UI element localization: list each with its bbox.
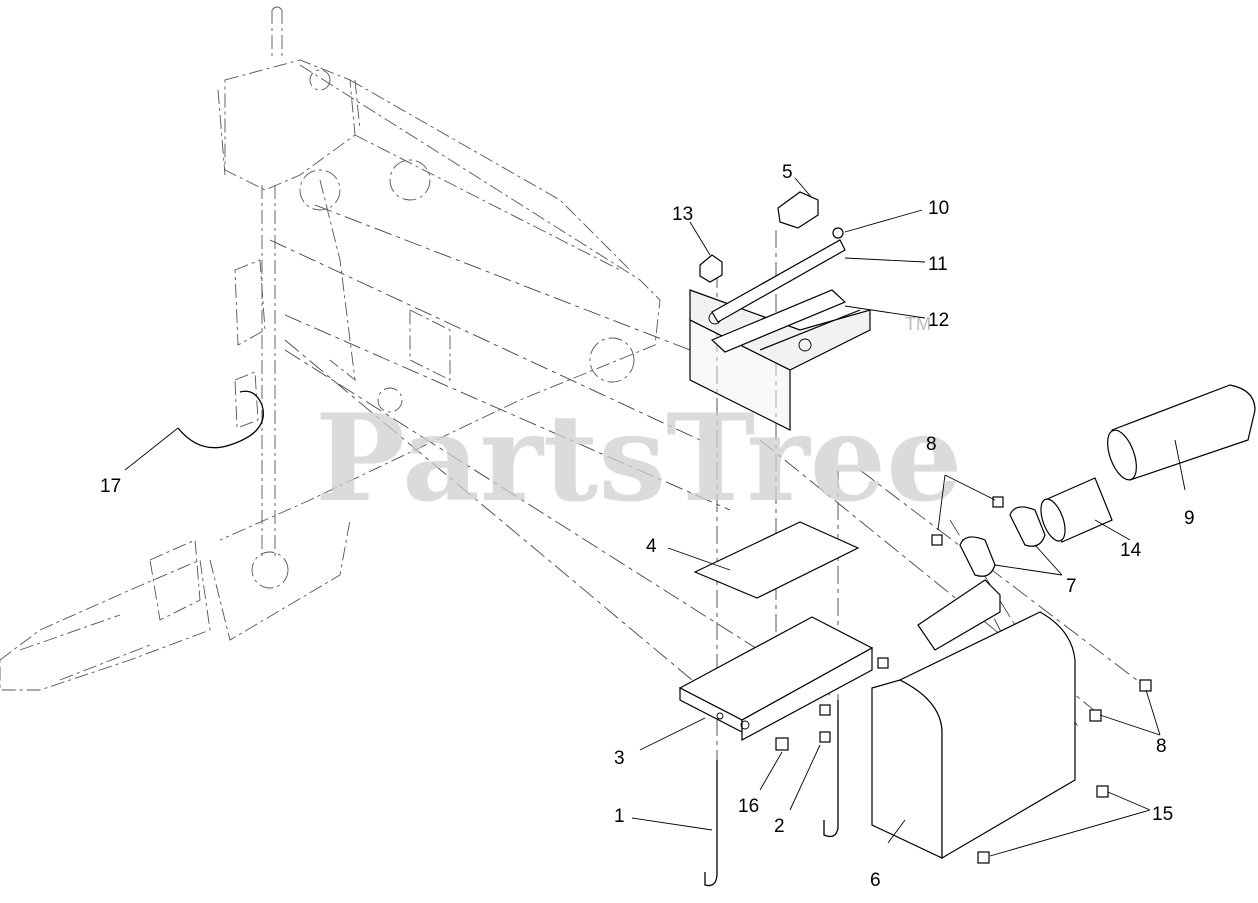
callout-4: 4 — [646, 536, 657, 557]
callout-17: 17 — [100, 476, 121, 497]
part-8-bolt — [931, 534, 943, 546]
callout-8-top: 8 — [926, 434, 937, 455]
alignment-lines — [269, 204, 1151, 771]
part-6-battery-cover — [871, 579, 1076, 860]
fasteners — [775, 496, 1152, 864]
part-8-bolt — [992, 496, 1004, 508]
part-1-j-bolt — [704, 700, 839, 887]
part-14-sleeve — [1040, 477, 1113, 543]
part-2-bolt — [819, 704, 831, 716]
part-9-boot — [1107, 384, 1256, 481]
part-8-bolt — [1139, 679, 1152, 692]
callout-8-right: 8 — [1156, 736, 1167, 757]
part-15-bolt — [1096, 785, 1109, 798]
callout-6: 6 — [870, 870, 881, 891]
part-15-bolt — [977, 851, 990, 864]
mower-frame — [0, 6, 661, 691]
callout-11: 11 — [928, 254, 948, 275]
part-5-terminal-boot — [777, 191, 819, 229]
watermark: PartsTree — [315, 388, 962, 529]
part-8-bolt — [1089, 709, 1102, 722]
callout-7: 7 — [1066, 576, 1077, 597]
part-16-spacer — [775, 737, 789, 751]
callout-3: 3 — [614, 748, 625, 769]
callout-10: 10 — [928, 198, 949, 219]
callout-2: 2 — [774, 816, 785, 837]
part-2-bolt — [877, 657, 889, 669]
callout-labels: 1 2 3 4 5 6 7 8 8 9 10 11 12 13 14 15 16… — [100, 162, 1195, 891]
callout-15: 15 — [1152, 804, 1173, 825]
callout-9: 9 — [1184, 508, 1195, 529]
part-12-hold-down-plate — [710, 289, 847, 353]
leader-lines — [124, 177, 1186, 857]
part-3-battery-tray — [678, 616, 874, 742]
watermark-trademark: TM — [905, 314, 931, 334]
part-17-clamp — [177, 390, 264, 449]
part-13-battery-terminal — [699, 254, 723, 283]
part-4-battery-pad — [693, 521, 860, 599]
callout-1: 1 — [614, 806, 625, 827]
part-10-nut — [832, 227, 844, 239]
callout-16: 16 — [738, 796, 759, 817]
callout-12: 12 — [928, 310, 949, 331]
callout-13: 13 — [672, 204, 693, 225]
part-11-hold-down-bar — [711, 239, 846, 323]
callout-5: 5 — [782, 162, 793, 183]
callout-14: 14 — [1120, 540, 1142, 561]
part-2-bolt — [819, 731, 831, 743]
